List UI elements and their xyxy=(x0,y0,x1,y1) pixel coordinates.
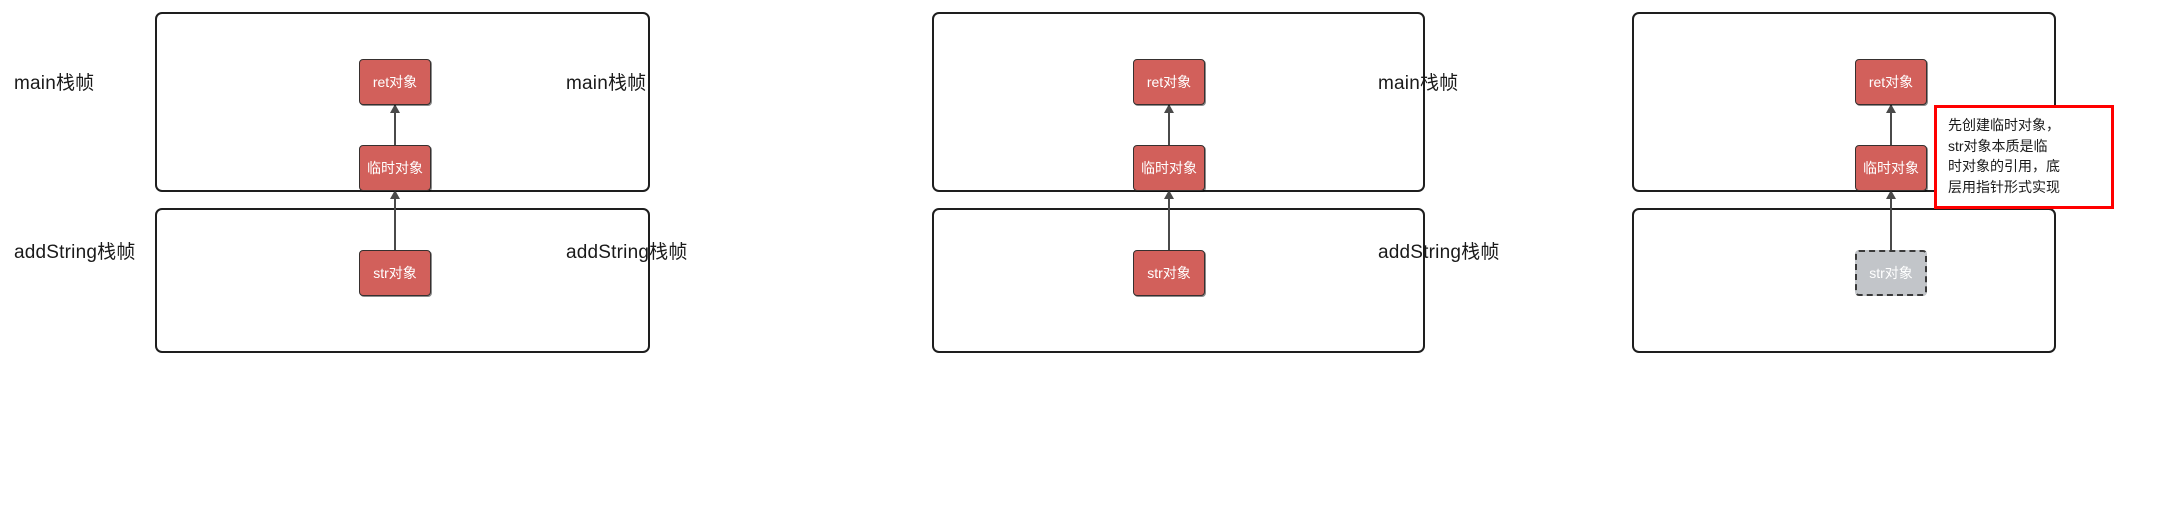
callout-line-1: 先创建临时对象， xyxy=(1948,117,2060,133)
addstring-frame-label: addString栈帧 xyxy=(566,242,688,263)
main-frame-label: main栈帧 xyxy=(1378,73,1459,94)
panel-1: main栈帧 addString栈帧 ret对象 临时对象 str对象 xyxy=(0,0,680,521)
ret-object-box[interactable]: ret对象 xyxy=(1855,59,1927,105)
arrow-str-to-temp xyxy=(394,191,396,250)
arrow-str-to-temp xyxy=(1890,191,1892,250)
arrow-temp-to-ret xyxy=(1890,105,1892,145)
addstring-frame-label: addString栈帧 xyxy=(1378,242,1500,263)
main-frame-label: main栈帧 xyxy=(566,73,647,94)
annotation-callout: 先创建临时对象， str对象本质是临 时对象的引用，底 层用指针形式实现 xyxy=(1934,105,2114,209)
callout-line-3: 时对象的引用，底 xyxy=(1948,158,2060,175)
temp-object-box[interactable]: 临时对象 xyxy=(1855,145,1927,191)
str-object-box[interactable]: str对象 xyxy=(1133,250,1205,296)
arrow-str-to-temp xyxy=(1168,191,1170,250)
temp-object-box[interactable]: 临时对象 xyxy=(359,145,431,191)
callout-line-4: 层用指针形式实现 xyxy=(1948,179,2060,196)
arrow-temp-to-ret xyxy=(394,105,396,145)
ret-object-box[interactable]: ret对象 xyxy=(1133,59,1205,105)
temp-object-box[interactable]: 临时对象 xyxy=(1133,145,1205,191)
addstring-frame-label: addString栈帧 xyxy=(14,242,136,263)
panel-2: main栈帧 addString栈帧 ret对象 临时对象 str对象 xyxy=(566,0,1440,521)
callout-line-2: str对象本质是临 xyxy=(1948,137,2048,154)
main-frame-label: main栈帧 xyxy=(14,73,95,94)
panel-3: main栈帧 addString栈帧 ret对象 临时对象 str对象 先创建临… xyxy=(1378,0,2162,521)
addstring-stack-frame-box xyxy=(1632,208,2056,353)
ret-object-box[interactable]: ret对象 xyxy=(359,59,431,105)
str-object-box[interactable]: str对象 xyxy=(359,250,431,296)
arrow-temp-to-ret xyxy=(1168,105,1170,145)
str-object-box-destroyed[interactable]: str对象 xyxy=(1855,250,1927,296)
